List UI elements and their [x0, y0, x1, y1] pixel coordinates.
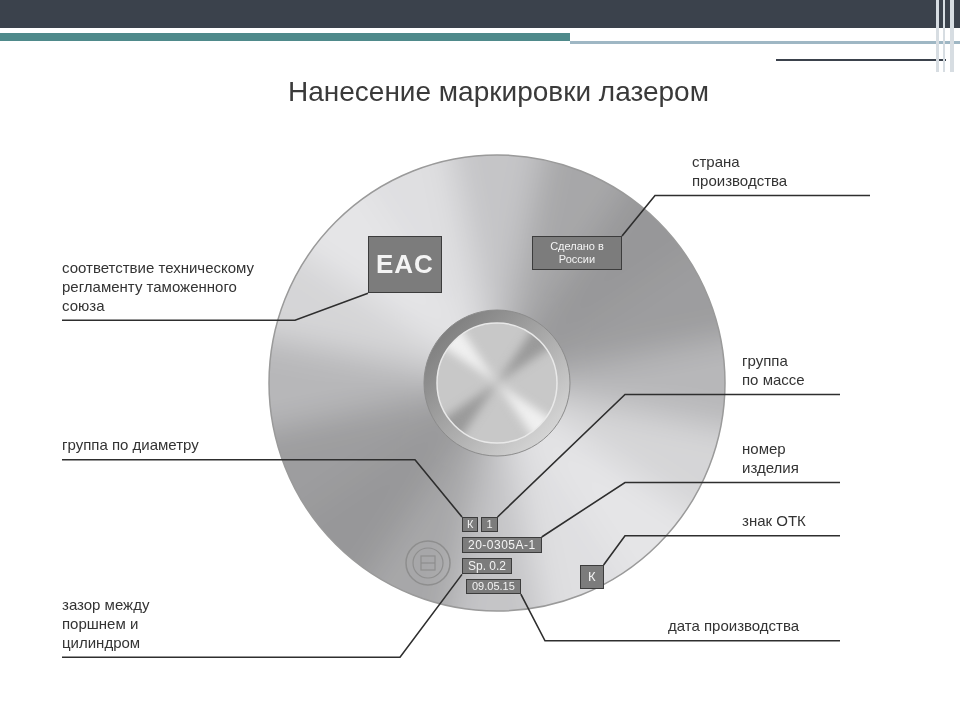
date-box: 09.05.15	[466, 579, 521, 594]
leader-line	[62, 293, 368, 320]
sheen-wedge	[450, 103, 777, 430]
mass-group-box: 1	[481, 517, 497, 532]
marking-text: 09.05.15	[472, 580, 515, 593]
marking-text: 20-0305А-1	[468, 538, 536, 552]
marking-text: К	[467, 518, 473, 531]
leader-line	[542, 483, 840, 538]
crown-edge	[437, 323, 557, 443]
marking-text: EAC	[376, 249, 434, 280]
sheen-wedge	[413, 299, 511, 397]
origin-box: Сделано в России	[532, 236, 622, 270]
header-rule	[776, 59, 946, 61]
clearance-box: Sp. 0.2	[462, 558, 512, 574]
sheen-wedge	[413, 369, 511, 467]
qc-mark-box: К	[580, 565, 604, 589]
callout-label: группа по массе	[742, 352, 806, 390]
metal-sheen	[167, 53, 827, 713]
leader-line	[498, 395, 840, 518]
piston-edge	[269, 155, 725, 611]
marking-text: 1	[486, 518, 492, 531]
header-stripe	[943, 0, 945, 72]
leader-line	[622, 196, 870, 237]
diameter-group-box: К	[462, 517, 478, 532]
callout-label: номер изделия	[742, 440, 806, 478]
crown-center	[413, 299, 581, 467]
header-stripe	[0, 33, 570, 41]
crown-sheen	[413, 299, 581, 467]
header-stripe	[936, 0, 939, 72]
marking-text: Sp. 0.2	[468, 559, 506, 573]
callout-label: зазор между поршнем и цилиндром	[62, 596, 217, 652]
callout-label: группа по диаметру	[62, 436, 199, 455]
diagram-title: Нанесение маркировки лазером	[288, 76, 709, 108]
leader-line	[521, 594, 840, 641]
header-stripe	[950, 0, 954, 72]
header-stripe	[570, 41, 960, 44]
conformity-mark: EAC	[368, 236, 442, 293]
stamp-inner	[413, 548, 443, 578]
marking-text: К	[588, 569, 596, 585]
callout-label: страна производства	[692, 153, 812, 191]
marking-text: Сделано в России	[536, 240, 618, 266]
leader-line	[604, 536, 840, 565]
callout-label: дата производства	[668, 617, 799, 636]
header-bar	[0, 0, 960, 28]
stamp-outer	[406, 541, 450, 585]
piston-crown	[167, 53, 827, 713]
leader-line	[62, 460, 462, 517]
sheen-wedge	[483, 299, 581, 397]
sheen-wedge	[483, 369, 581, 467]
part-number-box: 20-0305А-1	[462, 537, 542, 553]
leader-line	[62, 574, 462, 657]
callout-label: знак ОТК	[742, 512, 806, 531]
factory-stamp	[406, 541, 450, 585]
callout-label: соответствие техническому регламенту там…	[62, 259, 267, 315]
stamp-mark	[421, 562, 435, 563]
stamp-mark	[421, 556, 435, 570]
